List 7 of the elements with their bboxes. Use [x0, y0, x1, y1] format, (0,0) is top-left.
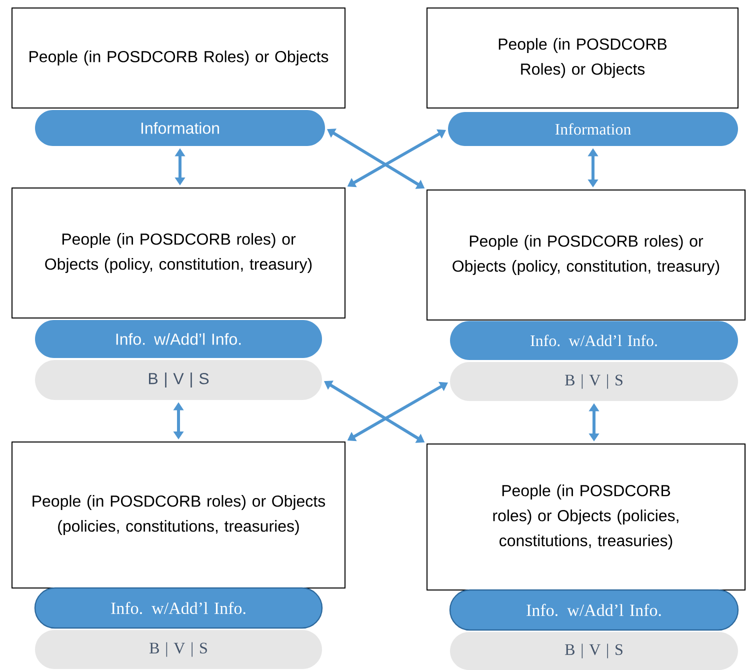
text-box: People (in POSDCORB roles) or Objects (policies, constitutions, treasuries) — [12, 442, 346, 588]
info-oval: Info. w/Add’l Info. — [449, 589, 739, 631]
text-box: People (in POSDCORB roles) or Objects (policy, constitution, treasury) — [12, 188, 346, 318]
text-box: People (in POSDCORB Roles) or Objects — [426, 8, 738, 108]
text-box: People (in POSDCORB roles) or Objects (policy, constitution, treasury) — [426, 190, 746, 320]
text-box: People (in POSDCORB roles) or Objects (policies, constitutions, treasuries) — [426, 444, 746, 590]
text-box: People (in POSDCORB Roles) or Objects — [12, 8, 346, 108]
